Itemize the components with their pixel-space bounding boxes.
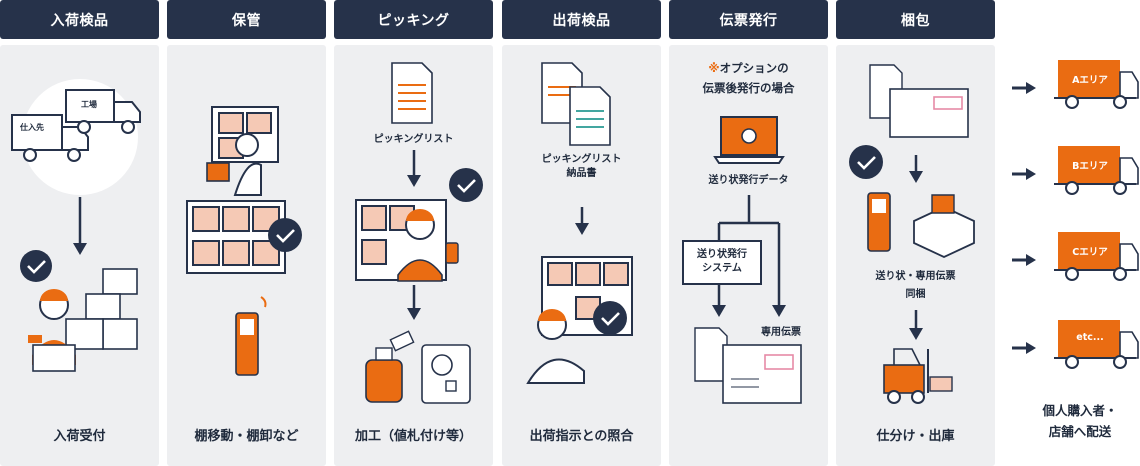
picking-list-label: ピッキングリスト: [541, 154, 622, 165]
truck-icon: [11, 89, 141, 162]
destination-label: Cエリア: [1072, 247, 1108, 258]
check-icon: [20, 250, 52, 282]
arrow-down-icon: [407, 150, 421, 187]
check-icon: [593, 301, 627, 335]
check-icon: [449, 168, 483, 202]
option-note-line2: 伝票後発行の場合: [702, 81, 795, 95]
step-caption: 棚移動・棚卸など: [194, 429, 299, 444]
check-icon: [849, 145, 883, 179]
arrow-down-icon: [772, 305, 786, 317]
step-title: 梱包: [836, 0, 995, 39]
step-panel: 棚移動・棚卸など: [167, 45, 326, 466]
parcel-box-icon: [913, 194, 975, 258]
handheld-scanner-icon: [235, 296, 267, 376]
worker-icon: [526, 309, 585, 384]
dedicated-slip-label: 専用伝票: [761, 327, 801, 338]
destination-label: Bエリア: [1072, 161, 1108, 172]
arrow-down-icon: [712, 305, 726, 317]
slip-icon: [869, 64, 969, 138]
document-icon: [541, 62, 611, 146]
tagged-teddy-bear-icon: [421, 344, 471, 404]
step-title: 入荷検品: [0, 0, 159, 39]
check-icon: [268, 218, 302, 252]
final-line-2: 店舗へ配送: [1048, 424, 1112, 439]
step-packing: 梱包: [836, 0, 995, 466]
step-panel: ピッキングリスト 納品書 出荷指示との照合: [502, 45, 661, 466]
destination-label: etc...: [1076, 332, 1104, 343]
document-icon: [391, 62, 433, 124]
tagged-bottle-icon: [365, 330, 415, 403]
final-destination-text: 個人購入者・ 店舗へ配送: [1020, 400, 1140, 442]
step-slip-issue: 伝票発行 ※オプションの: [669, 0, 828, 466]
final-line-1: 個人購入者・: [1042, 403, 1118, 418]
option-note: ※オプションの: [708, 61, 789, 75]
step-shipping-inspection: 出荷検品: [502, 0, 661, 466]
pack-label-2: 同梱: [905, 289, 926, 300]
truck-icon: [1012, 146, 1139, 195]
truck-icon: [1012, 60, 1139, 109]
slip-icon: [694, 327, 802, 404]
step-panel: 送り状・専用伝票 同梱 仕分け・出庫: [836, 45, 995, 466]
delivery-note-label: 納品書: [566, 168, 597, 179]
system-box: [682, 240, 762, 285]
receiving-illustration: [11, 79, 141, 372]
destination-truck: Cエリア: [1004, 230, 1140, 290]
step-receiving: 入荷検品: [0, 0, 159, 466]
factory-label: 工場: [81, 100, 97, 109]
worker-icon: [206, 133, 262, 196]
step-title: ピッキング: [334, 0, 493, 39]
destination-truck: Aエリア: [1004, 58, 1140, 118]
arrow-down-icon: [909, 310, 923, 340]
worker-icon: [28, 289, 76, 372]
truck-icon: [1012, 232, 1139, 281]
step-panel: ピッキングリスト 加工（値札付け等）: [334, 45, 493, 466]
forklift-icon: [883, 348, 953, 404]
arrow-down-icon: [909, 155, 923, 183]
packing-illustration: [849, 64, 975, 404]
supplier-label: 仕入先: [20, 123, 44, 132]
step-panel: ※オプションの 伝票後発行の場合 送り状発行データ 送り状発行 システム 専用伝…: [669, 45, 828, 466]
shipping-inspection-illustration: [526, 62, 633, 384]
handheld-scanner-icon: [867, 192, 891, 252]
step-caption: 仕分け・出庫: [876, 429, 955, 444]
step-panel: 工場 仕入先 入荷受付: [0, 45, 159, 466]
worker-icon: [397, 209, 459, 282]
destination-label: Aエリア: [1072, 75, 1108, 86]
step-storage: 保管: [167, 0, 326, 466]
laptop-icon: [713, 116, 785, 164]
step-caption: 加工（値札付け等）: [354, 429, 472, 444]
arrow-down-icon: [73, 197, 87, 255]
arrow-down-icon: [407, 285, 421, 320]
step-caption: 出荷指示との照合: [529, 429, 634, 444]
picking-illustration: [355, 62, 483, 404]
box-stack-icon: [65, 268, 138, 350]
destination-truck: Bエリア: [1004, 144, 1140, 204]
system-label-2: システム: [702, 263, 742, 274]
step-caption: 入荷受付: [53, 429, 106, 444]
pack-label-1: 送り状・専用伝票: [875, 271, 956, 282]
step-title: 保管: [167, 0, 326, 39]
step-title: 伝票発行: [669, 0, 828, 39]
shipping-data-label: 送り状発行データ: [708, 175, 789, 186]
slip-issue-illustration: [682, 116, 802, 404]
arrow-down-icon: [575, 207, 589, 235]
system-label-1: 送り状発行: [697, 249, 747, 260]
truck-icon: [1012, 320, 1139, 369]
step-title: 出荷検品: [502, 0, 661, 39]
destination-truck: etc...: [1004, 318, 1140, 378]
storage-illustration: [186, 106, 302, 376]
step-picking: ピッキング: [334, 0, 493, 466]
picking-list-label: ピッキングリスト: [373, 134, 454, 145]
